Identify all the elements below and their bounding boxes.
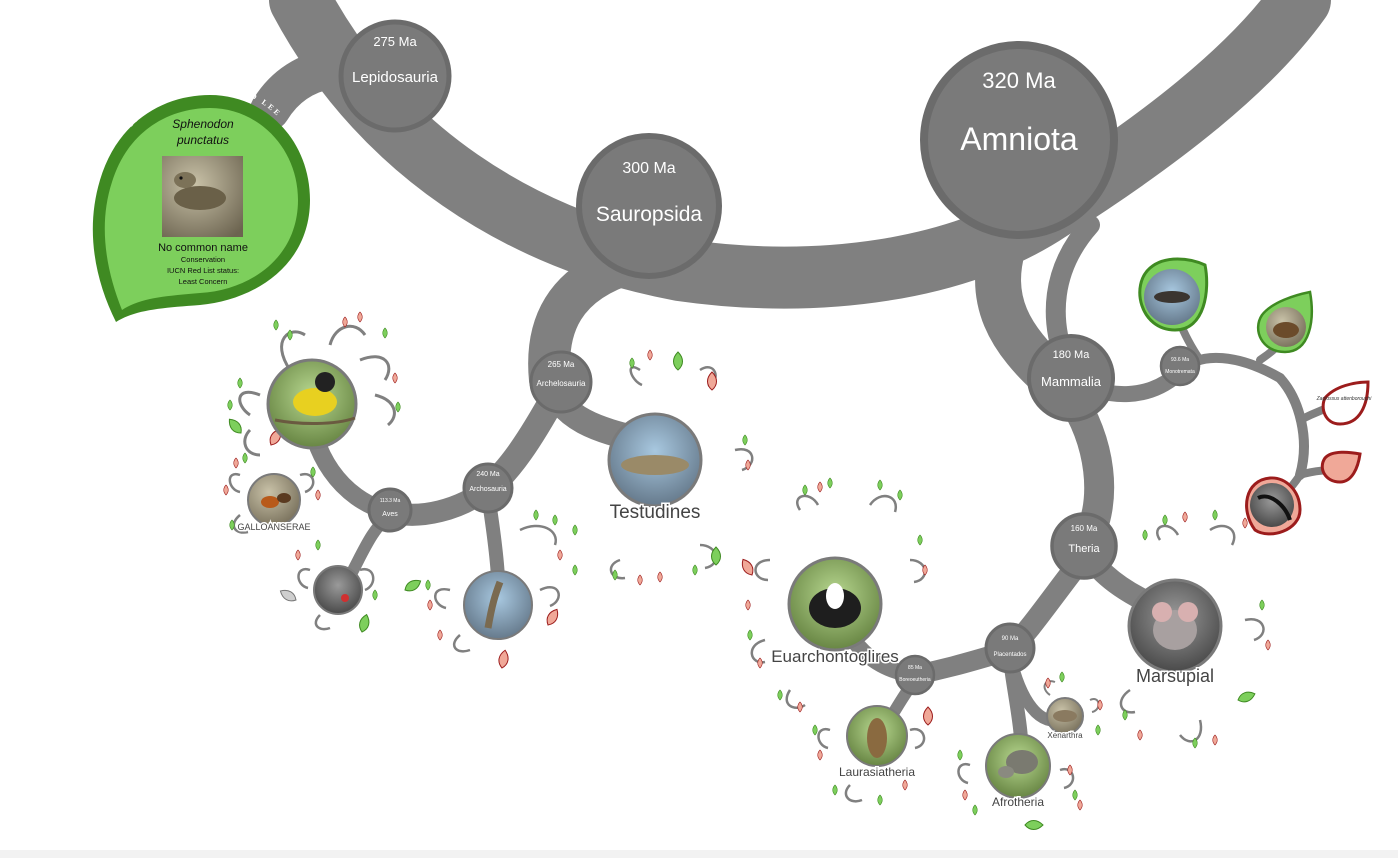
node-name: Boreoeutheria bbox=[899, 677, 931, 683]
node-name: Aves bbox=[382, 511, 398, 518]
clade-bubble-galloanserae[interactable]: GALLOANSERAE bbox=[236, 473, 312, 534]
bottom-bar bbox=[0, 850, 1398, 858]
leaf-cluster-laurasiatheria[interactable] bbox=[817, 727, 926, 803]
leaf-bubble-echidna[interactable] bbox=[1256, 290, 1313, 354]
clade-bubble-marsupial[interactable]: Marsupial bbox=[1127, 578, 1223, 688]
leaf-cluster-galloanserae[interactable] bbox=[228, 472, 315, 534]
node-amniota[interactable]: 320 Ma Amniota bbox=[920, 41, 1118, 239]
clade-bubble-palaeognathae[interactable] bbox=[313, 565, 363, 615]
node-name: Lepidosauria bbox=[352, 69, 439, 86]
marsupial-label: Marsupial bbox=[1136, 666, 1214, 686]
node-monotremata[interactable]: 93.6 Ma Monotremata bbox=[1159, 345, 1201, 387]
node-sauropsida[interactable]: 300 Ma Sauropsida bbox=[576, 133, 722, 279]
node-name: Mammalia bbox=[1041, 374, 1102, 389]
clade-bubble-euarchontoglires[interactable]: Euarchontoglires bbox=[770, 556, 900, 668]
galloanserae-label: GALLOANSERAE bbox=[237, 522, 310, 532]
node-theria[interactable]: 160 Ma Theria bbox=[1050, 512, 1118, 580]
node-boreoeutheria[interactable]: 85 Ma Boreoeutheria bbox=[894, 654, 936, 696]
node-aves[interactable]: 113.3 Ma Aves bbox=[367, 487, 413, 533]
node-placentados[interactable]: 90 Ma Placentados bbox=[984, 622, 1036, 674]
conservation-label: Conservation bbox=[181, 255, 225, 264]
euarchontoglires-label: Euarchontoglires bbox=[771, 647, 899, 666]
node-age: 320 Ma bbox=[982, 68, 1056, 93]
node-age: 265 Ma bbox=[548, 360, 575, 369]
zaglossus-label: Zaglossus attenboroughi bbox=[1316, 396, 1373, 402]
node-name: Theria bbox=[1068, 543, 1100, 555]
clade-bubble-bird[interactable] bbox=[266, 358, 358, 450]
node-name: Amniota bbox=[960, 121, 1078, 157]
node-age: 300 Ma bbox=[622, 160, 675, 177]
node-age: 90 Ma bbox=[1002, 636, 1019, 642]
afrotheria-label: Afrotheria bbox=[992, 795, 1044, 809]
leaf-bubble-zaglossus[interactable]: Zaglossus attenboroughi bbox=[1316, 380, 1373, 426]
iucn-status: Least Concern bbox=[179, 277, 228, 286]
common-name: No common name bbox=[158, 242, 248, 254]
leaf-bubble-platypus[interactable] bbox=[1138, 257, 1209, 332]
node-age: 180 Ma bbox=[1053, 349, 1091, 361]
node-name: Archosauria bbox=[469, 486, 506, 493]
node-name: Sauropsida bbox=[596, 203, 703, 226]
iucn-label: IUCN Red List status: bbox=[167, 266, 239, 275]
clade-bubble-laurasiatheria[interactable]: Laurasiatheria bbox=[837, 705, 917, 781]
node-name: Monotremata bbox=[1165, 369, 1195, 375]
leaf-cluster-aves-lower[interactable] bbox=[297, 567, 375, 631]
node-name: Archelosauria bbox=[537, 379, 586, 388]
node-age: 160 Ma bbox=[1071, 524, 1098, 533]
leaf-cluster-afrotheria[interactable] bbox=[957, 762, 1075, 790]
xenarthra-label: Xenarthra bbox=[1047, 731, 1083, 740]
leaf-cluster-crocodylia[interactable] bbox=[434, 524, 560, 653]
node-mammalia[interactable]: 180 Ma Mammalia bbox=[1027, 334, 1115, 422]
leaf-cluster-aves-upper[interactable] bbox=[238, 324, 396, 457]
node-age: 240 Ma bbox=[476, 471, 499, 478]
node-archosauria[interactable]: 240 Ma Archosauria bbox=[462, 462, 514, 514]
clade-bubble-testudines[interactable]: Testudines bbox=[607, 412, 703, 525]
clade-bubble-xenarthra[interactable]: Xenarthra bbox=[1046, 697, 1085, 742]
node-age: 275 Ma bbox=[373, 34, 417, 49]
svg-text:Zaglossus attenboroughi: Zaglossus attenboroughi bbox=[1316, 396, 1373, 402]
node-age: 85 Ma bbox=[908, 665, 922, 671]
sponsored-species-card[interactable]: SPONSORED BY ERLEND LEE Sphenodon puncta… bbox=[92, 83, 310, 322]
leaf-bubble-anteater[interactable] bbox=[1245, 476, 1302, 536]
species-photo bbox=[162, 156, 243, 237]
clade-bubble-crocodylia[interactable] bbox=[463, 570, 533, 640]
node-archelosauria[interactable]: 265 Ma Archelosauria bbox=[529, 350, 593, 414]
node-age: 113.3 Ma bbox=[380, 498, 401, 504]
species-name-line2: punctatus bbox=[176, 133, 229, 147]
node-name: Placentados bbox=[993, 652, 1026, 658]
testudines-label: Testudines bbox=[610, 502, 701, 523]
clade-bubble-afrotheria[interactable]: Afrotheria bbox=[985, 733, 1051, 811]
species-name-line1: Sphenodon bbox=[172, 117, 234, 131]
node-age: 93.6 Ma bbox=[1171, 357, 1189, 363]
node-lepidosauria[interactable]: 275 Ma Lepidosauria bbox=[338, 19, 452, 133]
leaf-bubble-long-beaked-echidna[interactable] bbox=[1320, 450, 1362, 484]
laurasiatheria-label: Laurasiatheria bbox=[839, 765, 915, 779]
